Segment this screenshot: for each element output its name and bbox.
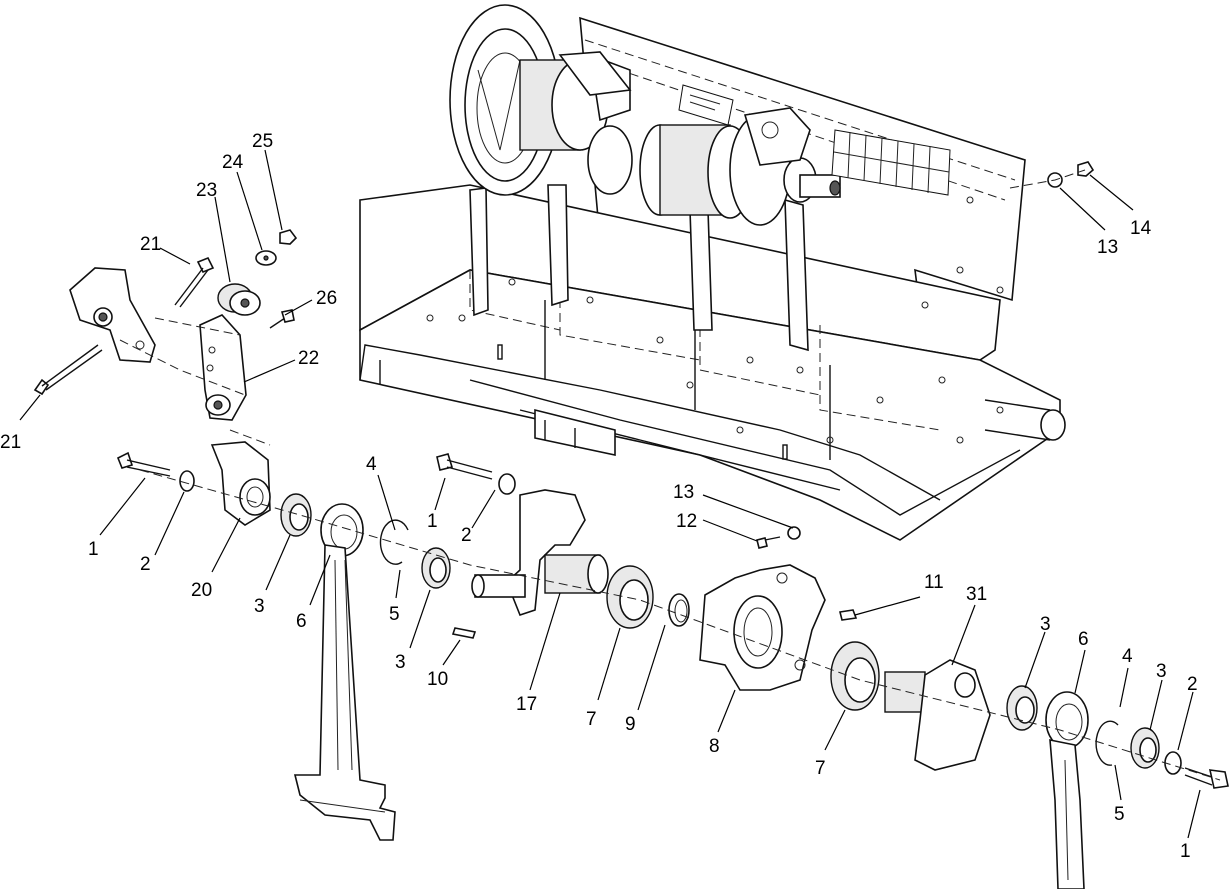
callout-label: 12 xyxy=(676,511,697,532)
callout-label: 1 xyxy=(88,539,99,560)
callout-label: 23 xyxy=(196,180,217,201)
callout-label: 22 xyxy=(298,348,319,369)
callout-label: 25 xyxy=(252,131,273,152)
callout-label: 3 xyxy=(1040,614,1051,635)
callout-label: 1 xyxy=(427,511,438,532)
callout-label: 3 xyxy=(395,652,406,673)
callout-label: 10 xyxy=(427,669,448,690)
callout-label: 3 xyxy=(1156,661,1167,682)
callout-label: 4 xyxy=(366,454,377,475)
callout-label: 2 xyxy=(461,525,472,546)
callout-label: 26 xyxy=(316,288,337,309)
callout-label: 5 xyxy=(1114,804,1125,825)
callout-label: 20 xyxy=(191,580,212,601)
callout-label: 8 xyxy=(709,736,720,757)
callout-label: 9 xyxy=(625,714,636,735)
callout-label: 7 xyxy=(586,709,597,730)
callout-label: 6 xyxy=(296,611,307,632)
idler-bracket-assembly xyxy=(33,229,298,446)
callout-label: 21 xyxy=(0,432,21,453)
callout-label: 6 xyxy=(1078,629,1089,650)
callout-label: 5 xyxy=(389,604,400,625)
callout-label: 2 xyxy=(1187,674,1198,695)
callout-label: 17 xyxy=(516,694,537,715)
callout-label: 21 xyxy=(140,234,161,255)
callout-leaders xyxy=(19,149,1201,839)
callout-label: 2 xyxy=(140,554,151,575)
callout-label: 3 xyxy=(254,596,265,617)
callout-label: 31 xyxy=(966,584,987,605)
callout-label: 24 xyxy=(222,152,244,173)
callout-label: 13 xyxy=(673,482,694,503)
left-crank-group xyxy=(116,161,1229,889)
callout-label: 13 xyxy=(1097,237,1118,258)
callout-label: 4 xyxy=(1122,646,1133,667)
callout-labels: 1 2 20 3 6 4 5 3 1 2 10 17 7 9 13 12 8 1… xyxy=(0,131,1198,862)
callout-label: 11 xyxy=(924,572,944,593)
housing-frame xyxy=(359,4,1066,541)
callout-label: 7 xyxy=(815,758,826,779)
callout-label: 14 xyxy=(1130,218,1152,239)
callout-label: 1 xyxy=(1180,841,1191,862)
